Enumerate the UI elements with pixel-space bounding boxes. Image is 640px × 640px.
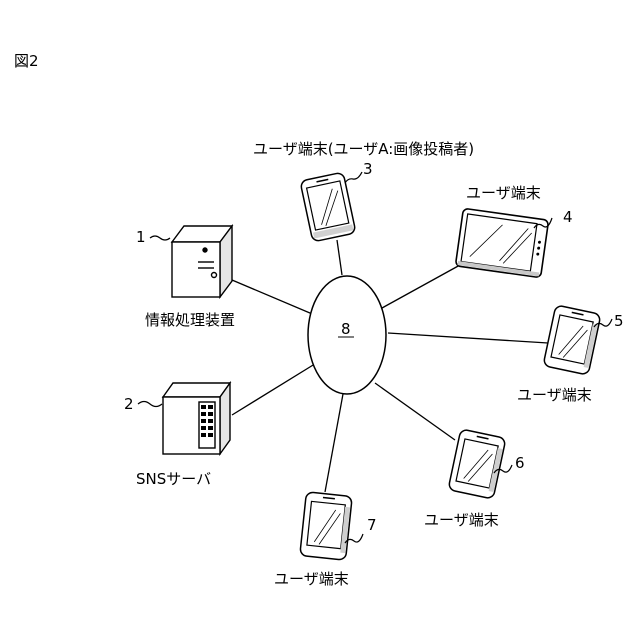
link-5: [388, 333, 548, 343]
label-tablet: ユーザ端末: [466, 186, 541, 201]
link-7: [325, 394, 343, 492]
node-number-2: 2: [124, 397, 134, 412]
link-6: [375, 383, 455, 440]
link-3: [337, 240, 342, 275]
node-number-7: 7: [367, 518, 377, 533]
network-number: 8: [341, 322, 351, 337]
node-number-3: 3: [363, 162, 373, 177]
label-terminal-a: ユーザ端末(ユーザA:画像投稿者): [253, 142, 474, 157]
smartphone-icon-6: [448, 429, 506, 499]
leader-2: [138, 402, 162, 407]
tablet-icon: [455, 208, 548, 277]
node-number-4: 4: [563, 210, 573, 225]
server-tower-icon: [172, 226, 232, 297]
node-number-5: 5: [614, 314, 624, 329]
link-4: [382, 265, 460, 308]
label-terminal-6: ユーザ端末: [424, 513, 499, 528]
link-1: [232, 280, 317, 316]
node-number-6: 6: [515, 456, 525, 471]
label-terminal-7: ユーザ端末: [274, 572, 349, 587]
smartphone-icon-3: [300, 172, 356, 242]
leader-3: [345, 172, 362, 183]
smartphone-icon-7: [300, 492, 352, 560]
smartphone-icon-5: [543, 305, 601, 375]
sns-server-rack-icon: [163, 383, 230, 454]
node-number-1: 1: [136, 230, 146, 245]
link-2: [232, 362, 318, 415]
label-sns-server: SNSサーバ: [136, 472, 211, 487]
label-info-processing: 情報処理装置: [145, 313, 235, 328]
leader-1: [150, 236, 170, 240]
label-terminal-5: ユーザ端末: [517, 388, 592, 403]
